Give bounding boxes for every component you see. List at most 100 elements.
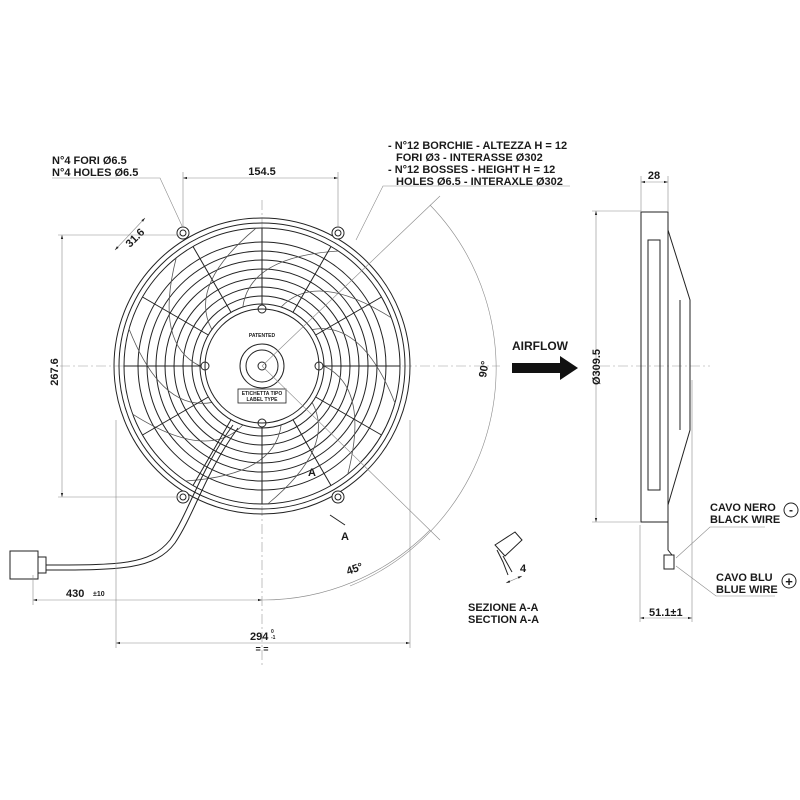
fan-blade bbox=[312, 328, 396, 404]
dim-angle-90: 90° bbox=[477, 360, 492, 378]
fan-blade bbox=[168, 257, 201, 367]
angle-ray bbox=[261, 195, 441, 367]
blue-wire-it: CAVO BLU bbox=[716, 572, 773, 584]
dim-line-section bbox=[505, 575, 523, 584]
dim-total-depth: 51.1±1 bbox=[649, 607, 683, 619]
fan-blade bbox=[267, 402, 319, 505]
dim-width: 294 bbox=[250, 631, 269, 643]
equal-mark: = = bbox=[255, 644, 268, 654]
motor-hub-inner bbox=[245, 349, 279, 383]
side-frame bbox=[640, 211, 669, 523]
dim-height: 267.6 bbox=[49, 358, 61, 386]
guard-spoke bbox=[192, 246, 232, 313]
fan-blade bbox=[242, 250, 339, 308]
black-wire-leader bbox=[675, 526, 765, 559]
fan-outer-ring bbox=[113, 217, 411, 515]
section-marker: A bbox=[341, 531, 349, 543]
bosses-note-it-1: - N°12 BORCHIE - ALTEZZA H = 12 bbox=[388, 140, 567, 152]
blue-wire-en: BLUE WIRE bbox=[716, 584, 778, 596]
fan-blade bbox=[323, 365, 356, 475]
holes-note-en: N°4 HOLES Ø6.5 bbox=[52, 167, 138, 179]
cable bbox=[44, 424, 234, 566]
side-motor-profile bbox=[667, 229, 691, 506]
label-type-box bbox=[237, 388, 287, 404]
positive-terminal-icon bbox=[781, 573, 797, 589]
dim-width-tol-lower: -1 bbox=[271, 635, 276, 641]
dim-angle-45: 45° bbox=[345, 561, 365, 578]
section-cut-line bbox=[329, 514, 346, 526]
section-marker-2: A bbox=[308, 467, 316, 479]
motor-shaft bbox=[257, 361, 267, 371]
mount-holes bbox=[176, 226, 345, 504]
guard-spoke bbox=[142, 396, 209, 436]
holes-leader-line bbox=[52, 177, 184, 229]
mount-hole-icon bbox=[331, 490, 345, 504]
bosses-note-en-1: - N°12 BOSSES - HEIGHT H = 12 bbox=[388, 164, 555, 176]
motor-screw-icon bbox=[200, 361, 210, 371]
dim-frame-depth: 28 bbox=[648, 170, 660, 182]
mount-hole-inner bbox=[334, 493, 342, 501]
fan-blades bbox=[128, 227, 396, 505]
bosses-note-en-2: HOLES Ø6.5 - INTERAXLE Ø302 bbox=[396, 176, 563, 188]
label-type-it: ETICHETTA TIPO bbox=[242, 391, 283, 397]
connector bbox=[9, 550, 39, 580]
section-boss-stem bbox=[496, 549, 513, 576]
section-title-it: SEZIONE A-A bbox=[468, 602, 539, 614]
guard-spoke bbox=[292, 246, 332, 313]
dim-cable-tolerance: ±10 bbox=[93, 591, 105, 598]
angle-arc-45 bbox=[261, 529, 431, 601]
angle-arc-90 bbox=[349, 204, 497, 587]
fan-blade bbox=[280, 290, 392, 319]
dim-slot: 31.6 bbox=[124, 226, 148, 250]
fan-blade bbox=[132, 413, 244, 442]
section-title-en: SECTION A-A bbox=[468, 614, 539, 626]
mount-hole-inner bbox=[334, 229, 342, 237]
angle-ray bbox=[261, 365, 441, 541]
fan-blade bbox=[185, 424, 282, 482]
connector-plug bbox=[37, 556, 47, 574]
airflow-label: AIRFLOW bbox=[512, 339, 569, 353]
motor-housing-inner bbox=[204, 308, 320, 424]
guard-spoke bbox=[142, 296, 209, 336]
positive-symbol: + bbox=[785, 574, 793, 589]
section-detail bbox=[494, 531, 523, 576]
bosses-note-it-2: FORI Ø3 - INTERASSE Ø302 bbox=[396, 152, 543, 164]
guard-spoke bbox=[315, 296, 382, 336]
motor-screw-icon bbox=[314, 361, 324, 371]
dim-width-tol-upper: 0 bbox=[271, 629, 274, 635]
motor-screw-icon bbox=[257, 418, 267, 428]
label-type-en: LABEL TYPE bbox=[246, 397, 278, 403]
cable-outline bbox=[44, 427, 239, 571]
side-connector bbox=[663, 554, 675, 570]
negative-symbol: - bbox=[789, 503, 793, 517]
fan-front-view: PATENTED ETICHETTA TIPO LABEL TYPE bbox=[9, 217, 411, 580]
dim-diameter: Ø309.5 bbox=[591, 349, 603, 385]
dim-line-slot bbox=[114, 217, 146, 251]
dim-hole-spacing: 154.5 bbox=[248, 166, 276, 178]
section-boss-profile bbox=[494, 531, 523, 557]
negative-terminal-icon bbox=[783, 502, 799, 518]
guard-spokes bbox=[124, 228, 400, 504]
dim-cable-length: 430 bbox=[66, 588, 84, 600]
mount-hole-inner bbox=[179, 229, 187, 237]
airflow-arrow-icon bbox=[512, 356, 578, 380]
patented-label: PATENTED bbox=[249, 333, 276, 339]
black-wire-it: CAVO NERO bbox=[710, 502, 776, 514]
fan-blade bbox=[205, 227, 257, 330]
mount-hole-icon bbox=[176, 226, 190, 240]
guard-spoke bbox=[192, 419, 232, 486]
guard-spoke bbox=[292, 419, 332, 486]
side-shroud bbox=[647, 239, 661, 491]
fan-blade bbox=[128, 328, 212, 404]
motor-screw-icon bbox=[257, 304, 267, 314]
blue-wire-leader bbox=[675, 565, 775, 597]
motor-hub bbox=[239, 343, 285, 389]
holes-note-it: N°4 FORI Ø6.5 bbox=[52, 155, 127, 167]
fan-side-view bbox=[640, 211, 691, 570]
bosses-leader-line bbox=[355, 185, 570, 241]
dim-section: 4 bbox=[520, 563, 527, 575]
black-wire-en: BLACK WIRE bbox=[710, 514, 780, 526]
guard-spoke bbox=[315, 396, 382, 436]
